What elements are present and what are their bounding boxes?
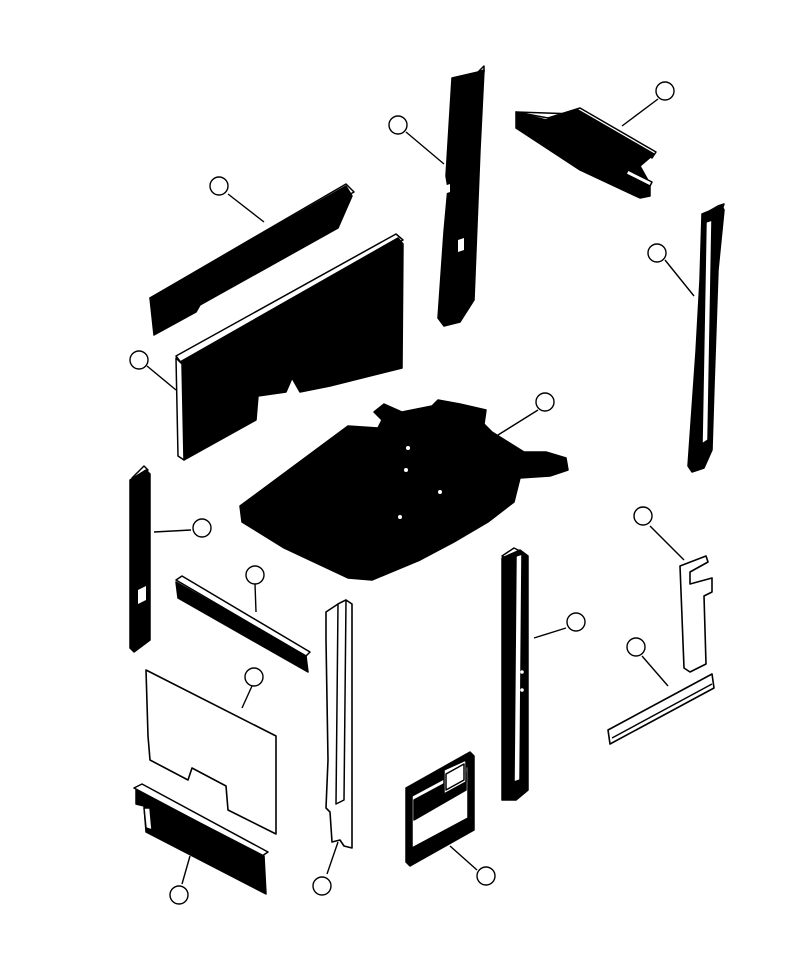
- callout-circle: [244, 667, 264, 687]
- part-side-panel: [145, 669, 277, 835]
- callout-circle: [169, 885, 189, 905]
- part-front-corner-post: [687, 203, 725, 473]
- callout-circle: [655, 81, 675, 101]
- part-left-front-pillar: [129, 465, 151, 653]
- callout-circle: [626, 637, 646, 657]
- callout-circle: [245, 565, 265, 585]
- part-rear-corner-post: [437, 65, 485, 327]
- part-document-panel: [405, 751, 475, 867]
- part-upper-side-strip: [149, 183, 355, 336]
- callout-circles: [129, 81, 675, 905]
- part-rear-pillar: [501, 547, 529, 801]
- part-rear-wall-panel: [175, 233, 404, 461]
- leader-lines: [146, 98, 695, 885]
- part-small-bracket: [679, 555, 713, 673]
- callout-circle: [476, 866, 496, 886]
- callout-circle: [129, 350, 149, 370]
- part-roof-bracket: [515, 107, 657, 199]
- part-lower-kick-strip: [133, 783, 269, 895]
- part-side-pad: [175, 575, 311, 673]
- callout-circle: [312, 876, 332, 896]
- callout-circle: [388, 115, 408, 135]
- callout-circle: [209, 176, 229, 196]
- callout-circle: [566, 612, 586, 632]
- part-centre-pillar: [325, 599, 353, 849]
- callout-circle: [535, 392, 555, 412]
- callout-circle: [647, 243, 667, 263]
- part-floor-mat: [239, 399, 569, 581]
- part-thin-sill-strip: [607, 673, 715, 745]
- callout-circle: [192, 518, 212, 538]
- callout-circle: [633, 506, 653, 526]
